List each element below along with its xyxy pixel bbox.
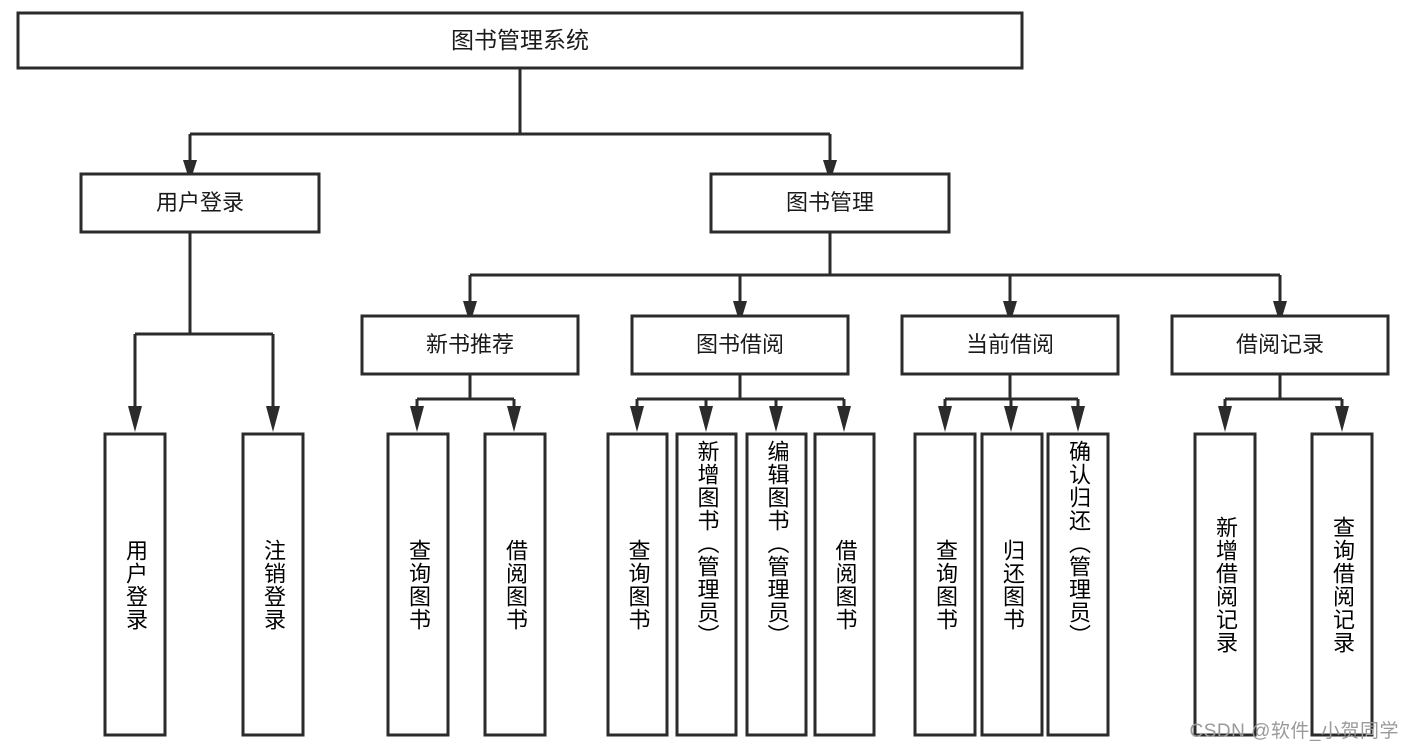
arrow-bookborrow-leaf-4	[837, 406, 851, 432]
node-current-borrow[interactable]	[900, 314, 1120, 376]
arrow-newbook-leaf-2	[507, 406, 521, 432]
node-leaf-query-book-3[interactable]	[913, 432, 977, 737]
label-layer: 图书管理系统 用户登录 图书管理 新书推荐 图书借阅 当前借阅 借阅记录	[156, 27, 1324, 357]
arrow-bookborrow-leaf-3	[769, 406, 783, 432]
arrow-currentborrow-leaf-1	[938, 406, 952, 432]
label-book-management: 图书管理	[786, 190, 874, 215]
node-leaf-return-book[interactable]	[980, 432, 1044, 737]
arrow-to-book-manage	[823, 160, 837, 182]
arrow-to-current-borrow	[1003, 301, 1017, 324]
node-leaf-borrow-book-2[interactable]	[813, 432, 876, 737]
arrow-currentborrow-leaf-2	[1004, 406, 1018, 432]
node-book-management[interactable]	[709, 172, 951, 234]
arrow-userlogin-child-1	[128, 406, 142, 432]
node-leaf-add-borrow-record[interactable]	[1193, 432, 1257, 737]
node-leaf-query-book-1[interactable]	[386, 432, 450, 737]
node-borrow-record[interactable]	[1170, 314, 1390, 376]
arrow-to-book-borrow	[733, 301, 747, 324]
node-root-book-management-system[interactable]	[16, 11, 1024, 70]
node-leaf-query-book-2[interactable]	[606, 432, 669, 737]
node-book-borrow[interactable]	[630, 314, 850, 376]
label-current-borrow: 当前借阅	[966, 332, 1054, 357]
arrow-to-new-book	[463, 301, 477, 324]
arrow-userlogin-child-2	[266, 406, 280, 432]
label-book-borrow: 图书借阅	[696, 332, 784, 357]
node-leaf-borrow-book-1[interactable]	[483, 432, 547, 737]
arrow-to-user-login	[183, 160, 197, 182]
arrow-bookborrow-leaf-2	[699, 406, 713, 432]
node-leaf-logout[interactable]	[241, 432, 305, 737]
node-leaf-confirm-return-admin[interactable]	[1046, 432, 1110, 737]
label-borrow-record: 借阅记录	[1236, 332, 1324, 357]
node-leaf-query-borrow-record[interactable]	[1310, 432, 1374, 737]
arrow-newbook-leaf-1	[410, 406, 424, 432]
node-leaf-edit-book-admin[interactable]	[745, 432, 808, 737]
node-new-book-recommend[interactable]	[360, 314, 580, 376]
arrow-bookborrow-leaf-1	[630, 406, 644, 432]
node-leaf-add-book-admin[interactable]	[675, 432, 738, 737]
arrow-to-borrow-record	[1273, 301, 1287, 324]
arrow-borrowrecord-leaf-1	[1218, 406, 1232, 432]
csdn-watermark: CSDN @软件_小贺同学	[1189, 721, 1399, 742]
label-new-book-recommend: 新书推荐	[426, 332, 514, 357]
arrow-borrowrecord-leaf-2	[1335, 406, 1349, 432]
arrowhead-layer	[128, 160, 1349, 432]
node-layer	[16, 11, 1390, 737]
arrow-currentborrow-leaf-3	[1071, 406, 1085, 432]
node-user-login[interactable]	[79, 172, 321, 234]
label-user-login: 用户登录	[156, 190, 244, 215]
node-leaf-user-login[interactable]	[103, 432, 167, 737]
label-root: 图书管理系统	[451, 27, 589, 53]
